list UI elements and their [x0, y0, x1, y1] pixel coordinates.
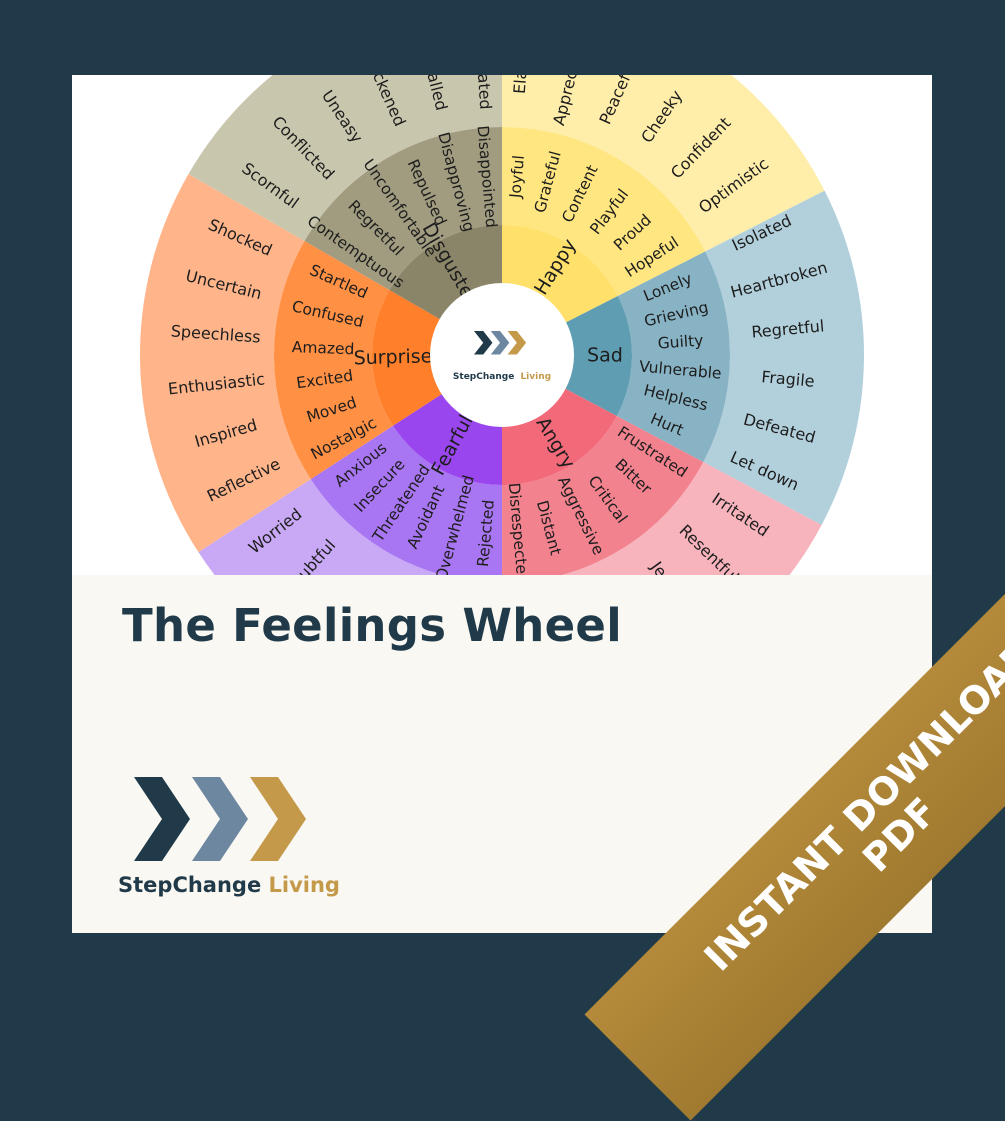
core-sector-sad — [564, 295, 633, 417]
wheel-center: StepChange Living — [430, 283, 574, 427]
outer-sector-disgusted — [188, 75, 502, 241]
core-sector-fearful — [392, 393, 502, 485]
wheel-sectors — [140, 75, 864, 575]
core-label-surprised: Surprised — [353, 345, 444, 369]
middle-label: Guilty — [657, 331, 704, 352]
middle-label: Joyful — [506, 155, 528, 200]
middle-sector-surprised — [274, 241, 393, 480]
page-title: The Feelings Wheel — [122, 599, 622, 652]
feelings-wheel: HappySadAngryFearfulSurprisedDisgustedJo… — [140, 75, 864, 575]
middle-sector-happy — [502, 127, 706, 296]
core-sector-surprised — [372, 290, 443, 426]
svg-text:StepChange Living: StepChange Living — [453, 372, 551, 382]
outer-sector-happy — [502, 75, 825, 252]
outer-sector-surprised — [140, 174, 311, 553]
middle-sector-angry — [502, 416, 704, 575]
core-sector-disgusted — [389, 225, 502, 320]
product-info-panel: The Feelings Wheel StepChange Living — [72, 575, 932, 933]
center-brand-name: StepChange — [453, 372, 514, 382]
middle-sector-sad — [616, 251, 731, 463]
chevrons-logo-icon — [134, 777, 306, 861]
middle-sector-disgusted — [304, 127, 502, 290]
outer-label: Fragile — [761, 367, 816, 391]
core-sector-angry — [502, 388, 617, 485]
brand-logo: StepChange Living — [118, 777, 340, 907]
brand-wordmark: StepChange Living — [118, 873, 340, 897]
middle-sector-fearful — [310, 425, 502, 575]
center-brand-accent: Living — [520, 372, 551, 382]
outer-sector-sad — [703, 190, 864, 525]
brand-name: StepChange — [118, 873, 262, 897]
outer-label: Elated — [510, 75, 532, 95]
middle-label: Rejected — [474, 499, 498, 568]
middle-label: Amazed — [291, 338, 354, 358]
brand-accent: Living — [268, 873, 340, 897]
center-disc — [430, 283, 574, 427]
outer-sector-fearful — [198, 479, 443, 575]
core-sector-happy — [502, 225, 618, 323]
core-label-sad: Sad — [587, 344, 623, 366]
